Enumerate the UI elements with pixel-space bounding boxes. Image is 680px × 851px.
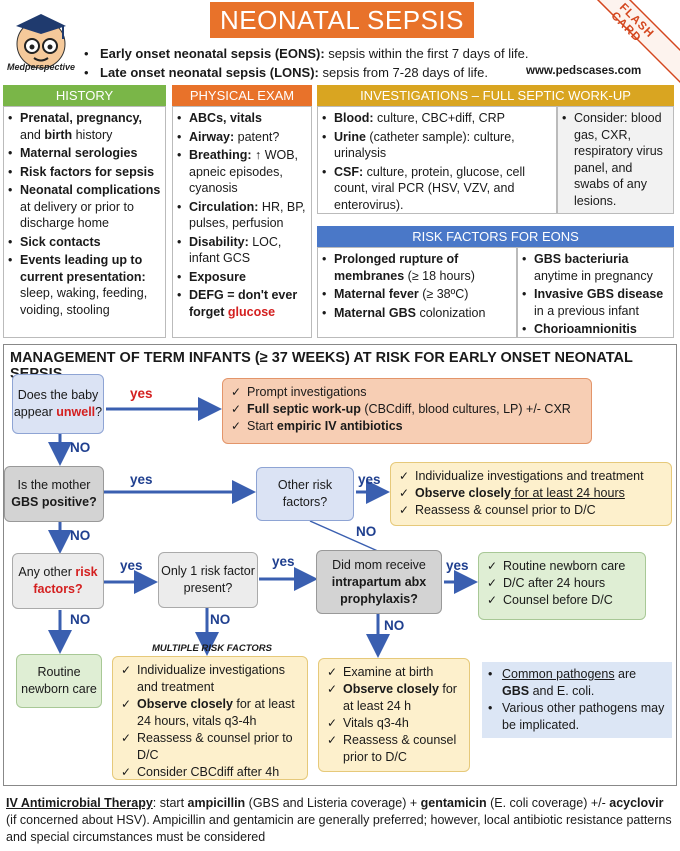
investigation-item: CSF: culture, protein, glucose, cell cou… (322, 164, 552, 214)
intro-definitions: Early onset neonatal sepsis (EONS): seps… (82, 44, 552, 82)
investigations-box: Blood: culture, CBC+diff, CRP Urine (cat… (317, 106, 557, 214)
risk-item: Maternal fever (≥ 38ºC) (322, 286, 512, 303)
unwell-actions-box: Prompt investigations Full septic work-u… (222, 378, 592, 444)
multiple-risk-actions-box: Individualize investigations and treatme… (112, 656, 308, 781)
yes-label: yes (130, 386, 153, 401)
no-label: NO (356, 524, 377, 539)
routine-care-actions-box: Routine newborn care D/C after 24 hours … (478, 552, 646, 620)
history-box: Prenatal, pregnancy, and birth history M… (3, 106, 166, 338)
exam-item: Circulation: HR, BP, pulses, perfusion (177, 199, 307, 232)
iv-therapy-note: IV Antimicrobial Therapy: start ampicill… (6, 796, 672, 844)
exam-item: DEFG = don't ever forget glucose (177, 287, 307, 320)
history-item: Risk factors for sepsis (8, 164, 161, 181)
pathogen-item: Various other pathogens may be implicate… (488, 700, 666, 734)
yes-label: yes (446, 558, 469, 573)
logo-text: Medperspective (6, 62, 76, 72)
action-item: Reassess & counsel prior to D/C (327, 732, 461, 766)
investigations-header: INVESTIGATIONS – FULL SEPTIC WORK-UP (317, 85, 674, 106)
risk-item: GBS bacteriuria anytime in pregnancy (522, 251, 669, 284)
no-label: NO (70, 440, 91, 455)
risk-item: Invasive GBS disease in a previous infan… (522, 286, 669, 319)
no-label: NO (70, 528, 91, 543)
action-item: Reassess & counsel prior to D/C (121, 730, 299, 764)
action-item: Consider CBCdiff after 4h (121, 764, 299, 781)
website-link[interactable]: www.pedscases.com (526, 65, 642, 77)
action-item: Observe closely for at least 24 h (327, 681, 461, 715)
lons-definition: Late onset neonatal sepsis (LONS): sepsi… (82, 63, 552, 82)
history-item: Neonatal complications at delivery or pr… (8, 182, 161, 232)
q-other-risk: Other risk factors? (256, 467, 354, 521)
action-item: Observe closely for at least 24 hours, v… (121, 696, 299, 730)
mascot-logo-icon (16, 14, 66, 69)
action-item: Start empiric IV antibiotics (231, 418, 571, 435)
consider-item: Consider: blood gas, CXR, respiratory vi… (562, 110, 669, 209)
action-item: Prompt investigations (231, 384, 571, 401)
arrow-other-no (309, 520, 381, 553)
consider-box: Consider: blood gas, CXR, respiratory vi… (557, 106, 674, 214)
pathogen-item: Common pathogens are GBS and E. coli. (488, 666, 666, 700)
action-item: Individualize investigations and treatme… (399, 468, 644, 485)
q-any-other-risk: Any other risk factors? (12, 553, 104, 609)
risk-factors-right: GBS bacteriuria anytime in pregnancy Inv… (517, 247, 674, 338)
yes-label: yes (358, 472, 381, 487)
q-intrapartum-abx: Did mom receive intrapartum abx prophyla… (316, 550, 442, 614)
risk-factors-left: Prolonged rupture of membranes (≥ 18 hou… (317, 247, 517, 338)
q-baby-unwell: Does the baby appear unwell? (12, 374, 104, 434)
history-item: Sick contacts (8, 234, 161, 251)
history-item: Events leading up to current presentatio… (8, 252, 161, 318)
page-title: NEONATAL SEPSIS (210, 2, 474, 38)
eons-definition: Early onset neonatal sepsis (EONS): seps… (82, 44, 552, 63)
action-item: Reassess & counsel prior to D/C (399, 502, 644, 519)
pathogens-box: Common pathogens are GBS and E. coli. Va… (482, 662, 672, 738)
physical-exam-header: PHYSICAL EXAM (172, 85, 312, 106)
exam-item: Breathing: ↑ WOB, apneic episodes, cyano… (177, 147, 307, 197)
exam-item: ABCs, vitals (177, 110, 307, 127)
action-item: Observe closely for at least 24 hours (399, 485, 644, 502)
exam-item: Exposure (177, 269, 307, 286)
flash-card-ribbon (596, 0, 680, 84)
risk-item: Prolonged rupture of membranes (≥ 18 hou… (322, 251, 512, 284)
physical-exam-box: ABCs, vitals Airway: patent? Breathing: … (172, 106, 312, 338)
history-header: HISTORY (3, 85, 166, 106)
management-frame (3, 344, 677, 786)
risk-item: Maternal GBS colonization (322, 305, 512, 322)
action-item: D/C after 24 hours (487, 575, 625, 592)
history-item: Prenatal, pregnancy, and birth history (8, 110, 161, 143)
multiple-risk-label: MULTIPLE RISK FACTORS (152, 643, 272, 654)
exam-item: Airway: patent? (177, 129, 307, 146)
risk-factors-header: RISK FACTORS FOR EONS (317, 226, 674, 247)
q-mother-gbs: Is the mother GBS positive? (4, 466, 104, 522)
action-item: Counsel before D/C (487, 592, 625, 609)
observe-actions-box: Individualize investigations and treatme… (390, 462, 672, 526)
action-item: Vitals q3-4h (327, 715, 461, 732)
yes-label: yes (130, 472, 153, 487)
history-item: Maternal serologies (8, 145, 161, 162)
yes-label: yes (120, 558, 143, 573)
q-only-one-risk: Only 1 risk factor present? (158, 552, 258, 608)
action-item: Routine newborn care (487, 558, 625, 575)
yes-label: yes (272, 554, 295, 569)
action-item: Full septic work-up (CBCdiff, blood cult… (231, 401, 571, 418)
routine-newborn-care-box: Routine newborn care (16, 654, 102, 708)
risk-item: Chorioamnionitis (522, 321, 669, 338)
investigation-item: Blood: culture, CBC+diff, CRP (322, 110, 552, 127)
no-label: NO (210, 612, 231, 627)
no-label: NO (384, 618, 405, 633)
no-abx-actions-box: Examine at birth Observe closely for at … (318, 658, 470, 772)
no-label: NO (70, 612, 91, 627)
action-item: Examine at birth (327, 664, 461, 681)
action-item: Individualize investigations and treatme… (121, 662, 299, 696)
investigation-item: Urine (catheter sample): culture, urinal… (322, 129, 552, 162)
exam-item: Disability: LOC, infant GCS (177, 234, 307, 267)
